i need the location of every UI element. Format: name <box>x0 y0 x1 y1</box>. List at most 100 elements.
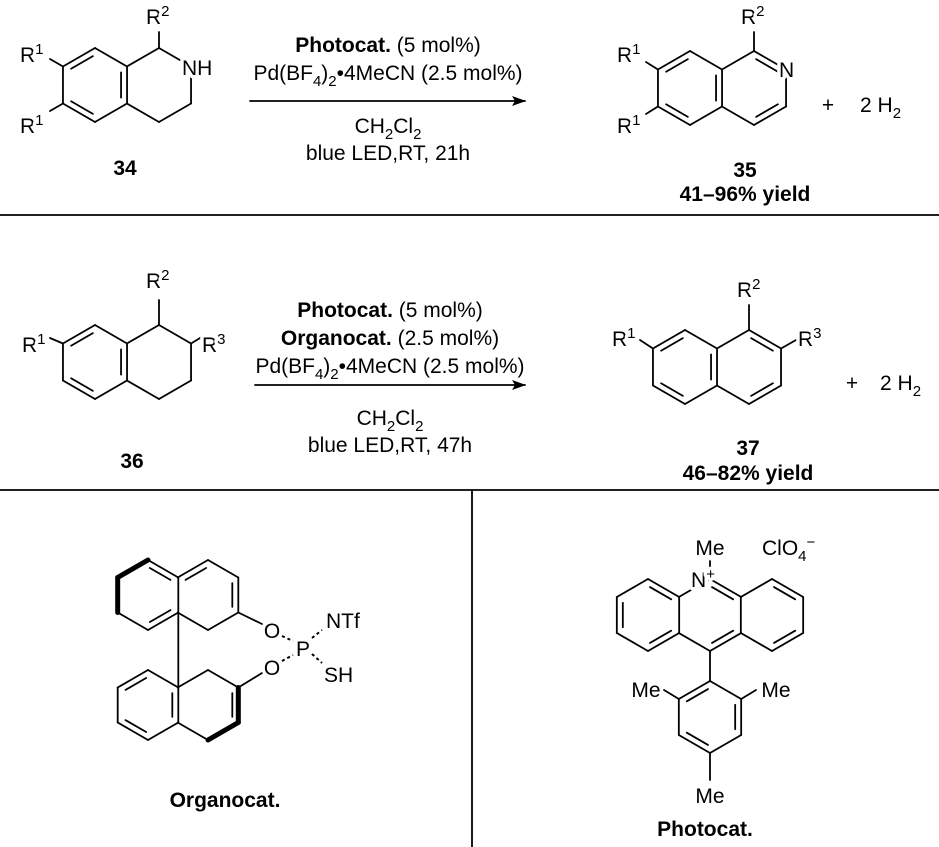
double-bond-line <box>124 677 148 691</box>
counterion-perchlorate: ClO4− <box>762 534 816 565</box>
reactant-r2-label: R2 <box>146 3 170 29</box>
text-segment: •4MeCN (2.5 mol%) <box>337 62 523 85</box>
bond <box>677 734 711 754</box>
organocatalyst-structure: O O P NTf SH Organocat. <box>170 607 364 813</box>
text-segment: 2 H <box>880 372 913 395</box>
double-bond-line <box>649 629 673 644</box>
condition-palladium: Pd(BF4)2•4MeCN (2.5 mol%) <box>253 62 522 90</box>
double-bond-line <box>773 586 797 601</box>
double-bond-line <box>755 58 779 73</box>
text-segment: 2 <box>330 366 338 383</box>
text-segment: blue LED,RT, 21h <box>306 142 470 165</box>
text-segment: Cl <box>393 115 413 138</box>
organocatalyst-label: Organocat. <box>170 789 281 812</box>
text-segment: 1 <box>35 112 43 129</box>
text-segment: R <box>22 334 37 357</box>
text-segment: R <box>798 328 813 351</box>
double-bond-line <box>665 103 689 118</box>
bond <box>771 578 805 598</box>
bond <box>207 669 240 689</box>
bond <box>677 632 711 652</box>
bond <box>652 329 686 350</box>
reactant-r1-label: R1 <box>22 331 46 357</box>
text-segment: 4 <box>313 73 321 90</box>
atom-o-bottom: O <box>264 657 280 680</box>
text-segment: 2 <box>893 105 901 122</box>
text-segment: CH <box>357 407 387 430</box>
yield-37: 46–82% yield <box>683 462 814 485</box>
bond <box>639 339 654 350</box>
text-segment: R <box>741 6 756 29</box>
bond <box>677 680 711 700</box>
text-segment: R <box>612 328 627 351</box>
bond <box>615 578 649 598</box>
bond <box>689 105 723 126</box>
bond <box>709 578 743 598</box>
bond-p-n <box>311 629 323 639</box>
bond <box>94 324 128 345</box>
compound-id-36: 36 <box>120 450 143 473</box>
product-r2-label: R2 <box>741 3 765 29</box>
text-segment: Cl <box>395 407 415 430</box>
text-segment: 4 <box>315 366 323 383</box>
text-segment: 2 <box>913 383 921 400</box>
text-segment: Pd(BF <box>255 355 315 378</box>
bond <box>684 329 718 350</box>
text-segment: 3 <box>217 331 225 348</box>
text-segment: 1 <box>632 41 640 58</box>
text-segment: 2 <box>387 418 395 435</box>
bond <box>62 102 96 123</box>
text-segment: Pd(BF <box>253 62 313 85</box>
text-segment: 2 <box>385 126 393 143</box>
compound-id-37: 37 <box>736 437 759 460</box>
bond <box>116 721 149 741</box>
atom-me-right: Me <box>761 679 790 702</box>
text-segment: (5 mol%) <box>393 299 483 322</box>
bond <box>49 58 64 68</box>
bond <box>739 578 773 598</box>
compound-id-35: 35 <box>733 159 757 182</box>
bond <box>94 102 128 123</box>
double-bond-line <box>148 609 172 623</box>
text-segment: blue LED,RT, 47h <box>308 434 472 457</box>
plus-sign: + <box>822 94 834 117</box>
text-segment: 2 <box>161 267 169 284</box>
text-segment: R <box>202 334 217 357</box>
bond <box>126 47 160 68</box>
reactant-r2-label: R2 <box>146 267 170 293</box>
text-segment: 1 <box>627 325 635 342</box>
bond <box>771 632 805 652</box>
bond <box>49 337 64 345</box>
bold-bond <box>205 720 241 743</box>
text-segment: R <box>146 270 161 293</box>
bond <box>677 578 711 598</box>
bond <box>62 47 96 68</box>
condition-solvent: CH2Cl2 <box>355 115 422 143</box>
bond <box>147 559 180 579</box>
bond <box>663 689 680 700</box>
bond <box>753 50 787 71</box>
bond <box>207 611 240 631</box>
bond <box>126 102 160 123</box>
product-r2-label: R2 <box>737 276 761 302</box>
reaction-2: Photocat. (5 mol%) Organocat. (2.5 mol%)… <box>19 264 922 486</box>
double-bond-line <box>649 586 673 601</box>
byproduct-hydrogen: 2 H2 <box>860 94 901 122</box>
text-segment: N <box>691 569 706 592</box>
bond <box>709 734 743 754</box>
product-n-label: N <box>779 59 794 82</box>
reactant-nh-label: NH <box>182 57 212 80</box>
bond <box>709 680 743 700</box>
text-segment: 2 <box>328 73 336 90</box>
bond <box>780 339 797 350</box>
bond <box>147 721 180 741</box>
bond <box>190 334 206 345</box>
bond-lines <box>49 31 805 781</box>
text-segment: R <box>146 6 161 29</box>
double-bond-line <box>148 567 172 581</box>
double-bond-line <box>711 586 735 601</box>
text-segment: 2 <box>756 3 764 20</box>
photocatalyst-structure: N+ Me ClO4− Me Me Me Photocat. <box>628 531 819 842</box>
product-r1-bottom-label: R1 <box>617 112 641 138</box>
